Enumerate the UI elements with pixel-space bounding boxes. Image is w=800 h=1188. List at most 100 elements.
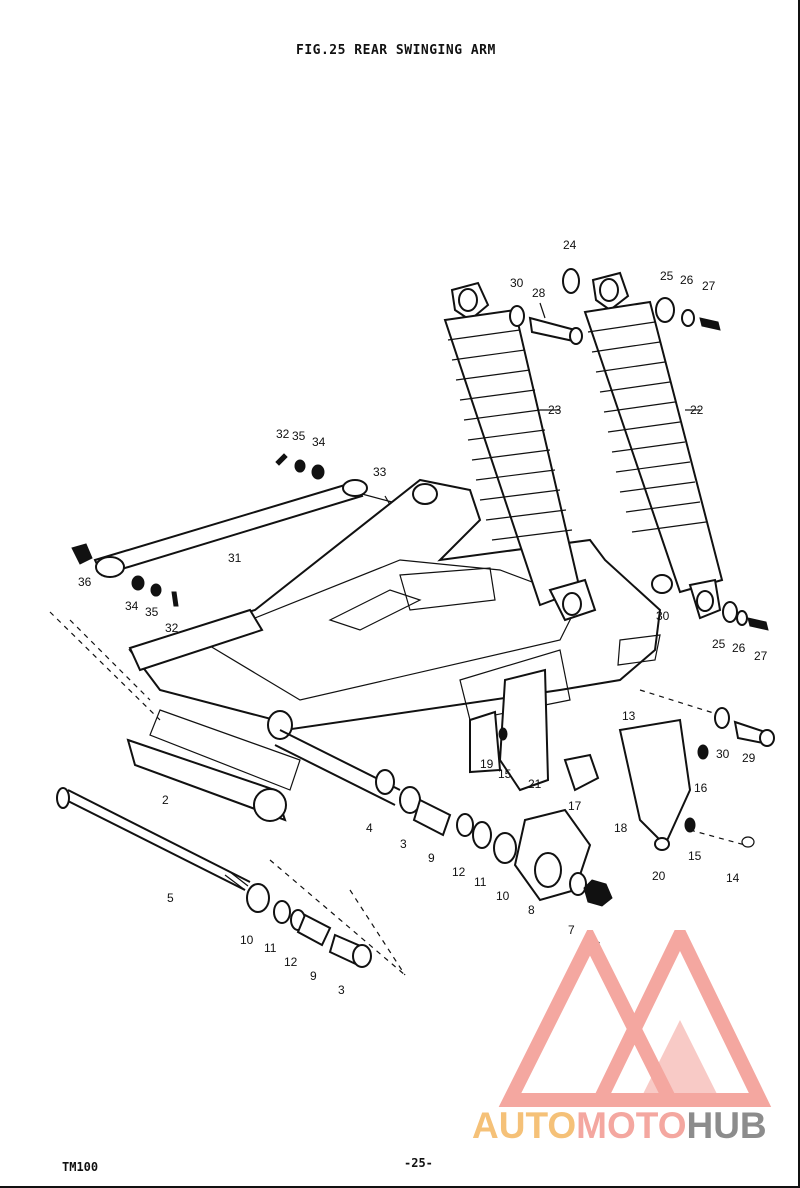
part-number-label: 8	[528, 903, 535, 917]
part-number-label: 9	[428, 851, 435, 865]
part-number-label: 35	[292, 429, 306, 443]
part-number-label: 10	[240, 933, 254, 947]
part-number-label: 26	[732, 641, 746, 655]
cross-tube	[126, 738, 287, 822]
part-number-label: 7	[568, 923, 575, 937]
cam-17	[563, 753, 600, 792]
shaft-thread	[224, 871, 249, 891]
part-number-label: 30	[656, 609, 670, 623]
brake-plate-21	[498, 668, 550, 792]
shock-mount-right	[651, 574, 673, 594]
part-number-label: 31	[228, 551, 242, 565]
assembly-line	[349, 889, 406, 976]
part-number-label: 20	[652, 869, 666, 883]
part-number-label: 15	[688, 849, 702, 863]
washer-35t	[294, 459, 306, 473]
nut-15b	[684, 817, 696, 833]
part-number-label: 18	[614, 821, 628, 835]
nut-15	[498, 727, 508, 741]
watermark-triangle-left	[498, 930, 682, 1107]
pivot-shaft	[61, 797, 246, 891]
shock-22-spring	[587, 321, 707, 533]
part-number-label: 2	[162, 793, 169, 807]
part-number-label: 36	[78, 575, 92, 589]
nut-16	[697, 744, 709, 760]
washer-25t	[655, 297, 675, 323]
washer-26t	[681, 309, 695, 327]
part-number-label: 34	[125, 599, 139, 613]
part-number-label: 30	[716, 747, 730, 761]
tube-bracket	[149, 709, 301, 791]
part-number-label: 9	[310, 969, 317, 983]
part-number-label: 12	[452, 865, 466, 879]
part-number-label: 14	[726, 871, 740, 885]
watermark-logo	[498, 930, 772, 1107]
watermark-text: AUTOMOTOHUB	[472, 1105, 767, 1146]
part-number-label: 34	[312, 435, 326, 449]
lever-13	[618, 718, 692, 847]
washer-4	[375, 769, 395, 795]
washer-7	[569, 872, 587, 896]
part-number-label: 19	[480, 757, 494, 771]
bolt-27t	[699, 317, 721, 331]
bolt-27b	[747, 617, 769, 631]
arm-slot	[399, 567, 496, 611]
washer-12r	[456, 813, 474, 837]
cross-tube-end	[253, 788, 287, 822]
bushing-9r	[412, 798, 452, 837]
shock-23-spring	[447, 329, 573, 541]
leader-28	[539, 302, 546, 319]
part-number-label: 3	[400, 837, 407, 851]
part-number-label: 21	[528, 777, 542, 791]
part-number-label: 23	[548, 403, 562, 417]
part-number-label: 11	[264, 941, 277, 955]
washer-30t	[509, 305, 525, 327]
shock-mount-left	[412, 483, 438, 505]
washer-30	[714, 707, 730, 729]
washer-25b	[722, 601, 738, 623]
washer-11	[273, 900, 291, 924]
bushing-3-end	[352, 944, 372, 968]
washer-10r	[493, 832, 517, 864]
nut-34b	[131, 575, 145, 591]
part-number-label: 27	[754, 649, 768, 663]
bolt-28-head	[569, 327, 583, 345]
assembly-line	[689, 829, 746, 846]
part-number-label: 28	[532, 286, 546, 300]
part-number-label: 3	[338, 983, 345, 997]
part-number-label: 30	[510, 276, 524, 290]
part-number-label: 10	[496, 889, 510, 903]
part-number-label: 15	[498, 767, 512, 781]
assembly-line	[639, 689, 721, 716]
part-number-label: 27	[702, 279, 716, 293]
model-code: TM100	[62, 1160, 99, 1174]
shock-23-eye-hole	[458, 288, 478, 312]
washer-11r	[472, 821, 492, 849]
pivot-shaft	[67, 789, 251, 883]
bolt-36	[71, 543, 93, 565]
arm-slot	[617, 634, 661, 666]
part-number-label: 22	[690, 403, 704, 417]
arm-rib	[459, 649, 571, 721]
page-number: -25-	[404, 1156, 433, 1170]
shaft-head	[56, 787, 70, 809]
part-number-label: 26	[680, 273, 694, 287]
washer-24	[562, 268, 580, 294]
washer-26b	[736, 610, 748, 626]
bracket-19	[469, 710, 502, 774]
part-number-label: 35	[145, 605, 159, 619]
shock-22-eye-hole	[599, 278, 619, 302]
assembly-line	[69, 619, 151, 701]
part-number-label: 4	[366, 821, 373, 835]
pin-32t	[275, 453, 288, 466]
part-number-label: 29	[742, 751, 756, 765]
pivot-tube	[128, 608, 264, 672]
clip-14	[741, 836, 755, 848]
bushing-9	[296, 913, 332, 947]
part-number-label: 24	[563, 238, 577, 252]
bolt-29-head	[759, 729, 775, 747]
part-number-label: 5	[167, 891, 174, 905]
